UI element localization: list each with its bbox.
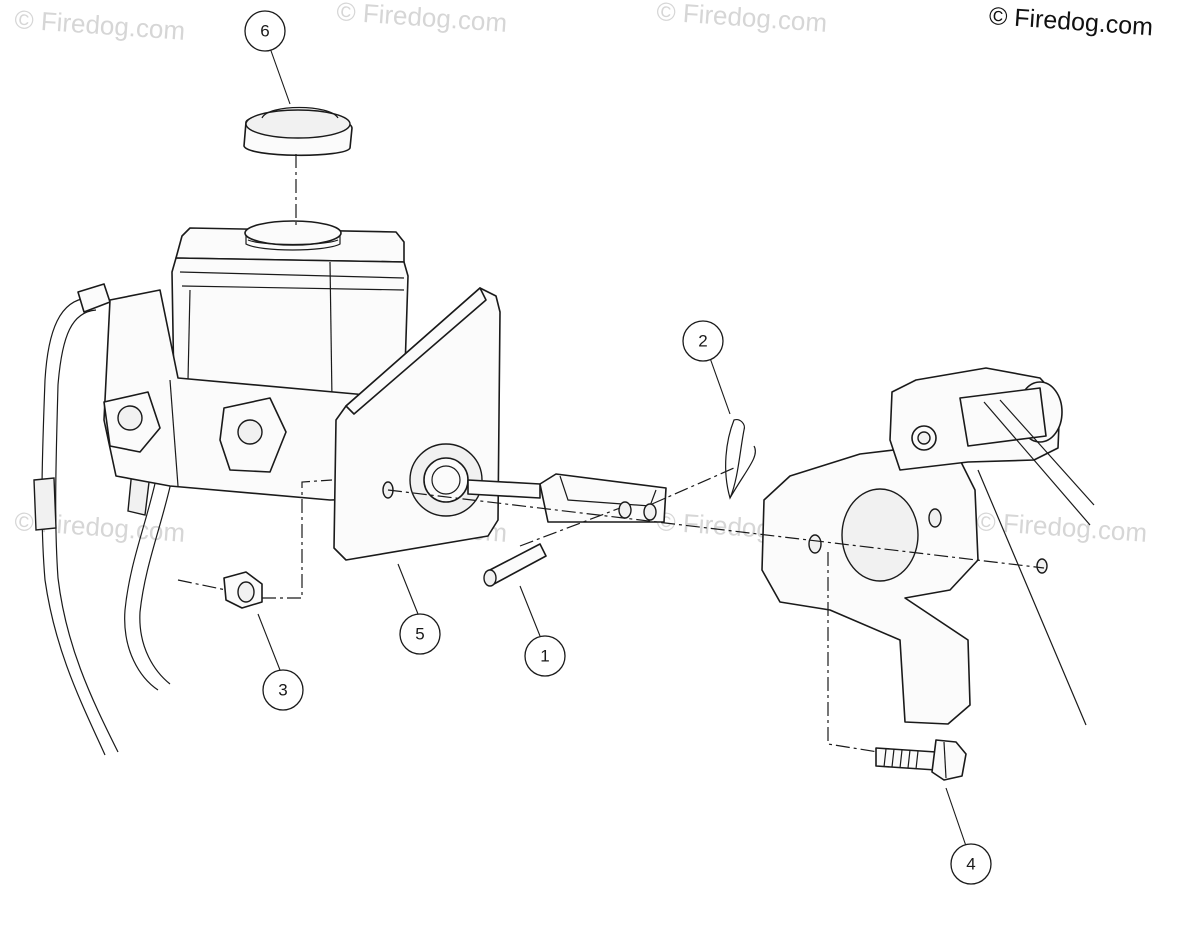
callout-leaders — [257, 47, 967, 847]
callout-circle — [262, 669, 304, 711]
callout-label: 1 — [540, 647, 549, 666]
assembly-lines — [177, 154, 1045, 753]
watermark: © Firedog.com — [976, 506, 1149, 548]
callout-label: 6 — [260, 22, 269, 41]
callout-circle — [950, 843, 992, 885]
watermark: © Firedog.com — [14, 4, 187, 46]
callout-circle — [244, 10, 286, 52]
clevis — [539, 473, 667, 523]
callout-label: 4 — [966, 855, 975, 874]
watermark: © Firedog.com — [336, 0, 509, 38]
callout-circle — [524, 635, 566, 677]
callout-label: 2 — [698, 332, 707, 351]
callout-label: 5 — [415, 625, 424, 644]
watermark: © Firedog.com — [656, 0, 829, 38]
callout-4: 4 — [950, 843, 992, 885]
flange-bolt — [875, 739, 967, 781]
callout-circle — [682, 320, 724, 362]
hairpin-clip — [725, 419, 756, 500]
callout-3: 3 — [262, 669, 304, 711]
callout-1: 1 — [524, 635, 566, 677]
reservoir-cap — [243, 106, 353, 157]
pedal-bracket — [761, 367, 1095, 726]
flange-nut — [223, 571, 263, 609]
clevis-pin — [483, 543, 547, 587]
callout-circle — [399, 613, 441, 655]
callout-5: 5 — [399, 613, 441, 655]
master-cylinder — [103, 220, 541, 561]
callout-6: 6 — [244, 10, 286, 52]
callout-label: 3 — [278, 681, 287, 700]
callout-2: 2 — [682, 320, 724, 362]
